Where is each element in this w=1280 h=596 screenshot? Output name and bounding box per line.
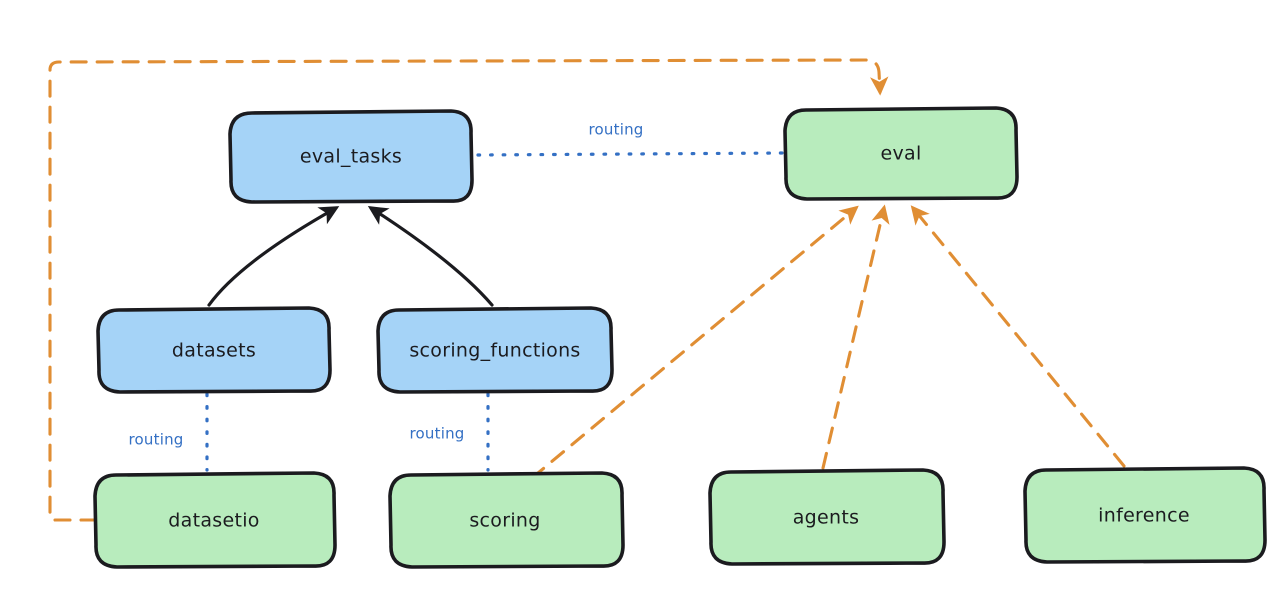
node-label-eval-tasks: eval_tasks xyxy=(300,146,402,168)
edge-eval-tasks-eval xyxy=(476,151,784,157)
edge-scoring-eval xyxy=(530,205,859,480)
node-datasets[interactable]: datasets xyxy=(96,306,332,394)
node-label-eval: eval xyxy=(880,143,921,165)
edge-label-routing-left: routing xyxy=(129,431,184,449)
edge-label-routing-top: routing xyxy=(589,121,644,139)
node-datasetio[interactable]: datasetio xyxy=(93,471,337,569)
edge-inference-eval xyxy=(910,205,1126,468)
node-label-scoring-functions: scoring_functions xyxy=(409,340,580,362)
node-eval[interactable]: eval xyxy=(783,106,1019,201)
node-scoring[interactable]: scoring xyxy=(388,471,625,569)
node-label-scoring: scoring xyxy=(469,510,540,532)
edge-label-routing-middle: routing xyxy=(410,425,465,443)
edge-scoring-functions-eval-tasks xyxy=(367,205,494,307)
node-scoring-functions[interactable]: scoring_functions xyxy=(376,306,614,394)
edge-datasets-eval-tasks xyxy=(207,206,340,307)
node-agents[interactable]: agents xyxy=(708,468,946,566)
node-label-datasetio: datasetio xyxy=(168,510,259,532)
node-inference[interactable]: inference xyxy=(1023,466,1267,564)
node-eval-tasks[interactable]: eval_tasks xyxy=(228,109,474,204)
node-label-inference: inference xyxy=(1098,505,1190,527)
edge-agents-eval xyxy=(821,204,890,470)
node-label-agents: agents xyxy=(793,507,860,529)
node-label-datasets: datasets xyxy=(172,340,256,362)
edge-datasetio-eval xyxy=(48,58,889,522)
